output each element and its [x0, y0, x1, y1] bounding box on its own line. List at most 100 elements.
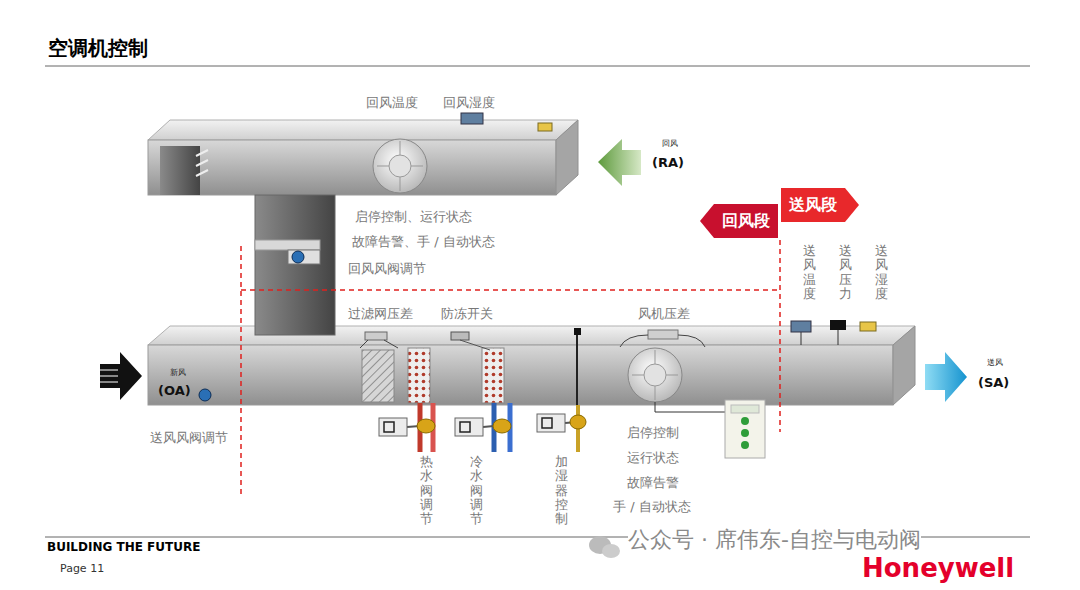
- point-label: 加湿器控制: [555, 455, 568, 526]
- return-fan: [400, 141, 401, 155]
- supply-fan: [628, 348, 682, 402]
- point-label: 手 / 自动状态: [613, 500, 691, 515]
- banner-shape: [700, 204, 778, 238]
- sensor-label: 送风湿度: [875, 244, 888, 301]
- section-boundary: [779, 240, 781, 432]
- return-fan: [373, 139, 427, 193]
- return-duct: [148, 120, 578, 195]
- connecting-duct: [255, 195, 335, 335]
- section-boundary: [240, 246, 242, 495]
- flow-label: (SA): [978, 376, 1009, 391]
- return-fan: [400, 177, 401, 191]
- filter: [384, 340, 398, 348]
- section-boundary: [241, 240, 780, 495]
- wechat-icon: [602, 544, 620, 558]
- air-arrow: [925, 352, 967, 402]
- air-arrow: [100, 382, 118, 383]
- return-duct: [556, 120, 578, 195]
- rule-line: [45, 66, 1030, 537]
- valve: [542, 418, 552, 428]
- sensor-label: 风机压差: [638, 307, 690, 322]
- air-arrow: [100, 370, 118, 371]
- filter: [360, 332, 398, 402]
- sensor-label: 防冻开关: [441, 307, 493, 322]
- return-sensor: [538, 123, 552, 131]
- point-label: 送风风阀调节: [150, 431, 228, 446]
- banner-text: 送风段: [781, 188, 859, 222]
- pipe: [420, 403, 578, 452]
- damper-actuator: [288, 250, 320, 264]
- air-arrow: [100, 376, 118, 377]
- point-label: 启停控制: [627, 426, 679, 441]
- valve: [455, 418, 483, 436]
- valve: [537, 414, 565, 432]
- valve: [570, 415, 586, 429]
- supply-fan: [666, 375, 678, 376]
- return-duct: [196, 170, 208, 176]
- filter: [362, 350, 394, 402]
- filter: [360, 340, 368, 348]
- humidifier: [574, 328, 581, 405]
- point-label: 故障告警: [627, 476, 679, 491]
- freeze-switch: [451, 332, 490, 350]
- page-number: Page 11: [60, 563, 104, 576]
- sensor-label: 送风压力: [839, 244, 852, 301]
- point-label: 故障告警、手 / 自动状态: [352, 235, 495, 250]
- logo-text: Honeywell: [862, 555, 1014, 582]
- section-banner: 回风段: [700, 204, 778, 238]
- coil: [408, 348, 504, 403]
- control-panel: [741, 429, 749, 437]
- point-label: 冷水阀调节: [470, 455, 483, 526]
- return-duct: [196, 150, 208, 156]
- control-panel: [725, 400, 765, 458]
- return-fan: [411, 166, 423, 167]
- valve: [384, 422, 394, 432]
- flow-label: (OA): [158, 384, 191, 399]
- connecting-duct: [255, 195, 335, 335]
- supply-fan: [632, 375, 644, 376]
- wechat-icon: [589, 536, 620, 558]
- point-label: 热水阀调节: [420, 455, 433, 526]
- supply-duct: [148, 326, 915, 405]
- banner-shape: [781, 188, 859, 222]
- supply-fan: [648, 330, 678, 339]
- control-panel: [655, 402, 725, 412]
- banner-text: 回风段: [700, 204, 778, 238]
- damper-actuator: [199, 389, 211, 401]
- valve: [493, 419, 511, 433]
- supply-duct: [893, 326, 915, 405]
- air-arrow: [598, 139, 641, 186]
- supply-sensor: [791, 321, 811, 332]
- return-fan: [389, 155, 411, 177]
- supply-fan: [655, 350, 656, 364]
- footer-text: BUILDING THE FUTURE: [47, 541, 200, 555]
- sensor-label: 过滤网压差: [348, 307, 413, 322]
- return-duct: [148, 120, 578, 140]
- supply-sensor: [791, 320, 876, 345]
- control-panel: [741, 417, 749, 425]
- point-label: 运行状态: [627, 451, 679, 466]
- sensor-label: 回风湿度: [443, 96, 495, 111]
- freeze-switch: [460, 340, 490, 350]
- return-duct: [148, 140, 556, 195]
- damper-actuator: [199, 250, 320, 401]
- return-fan: [377, 166, 389, 167]
- supply-sensor: [801, 332, 802, 345]
- section-boundary: [241, 289, 780, 291]
- return-sensor: [461, 113, 552, 131]
- return-fan: [373, 139, 427, 193]
- point-label: 启停控制、运行状态: [355, 210, 472, 225]
- damper-actuator: [292, 251, 304, 263]
- point-label: 回风风阀调节: [348, 262, 426, 277]
- supply-sensor: [860, 322, 876, 331]
- humidifier: [574, 328, 581, 335]
- coil: [482, 348, 504, 403]
- sensor-label: 送风温度: [803, 244, 816, 301]
- air-arrow: [100, 139, 967, 402]
- return-duct: [160, 146, 200, 195]
- return-sensor: [461, 113, 483, 124]
- freeze-switch: [451, 332, 469, 340]
- section-banner: 送风段: [781, 188, 859, 222]
- connecting-duct: [255, 240, 320, 250]
